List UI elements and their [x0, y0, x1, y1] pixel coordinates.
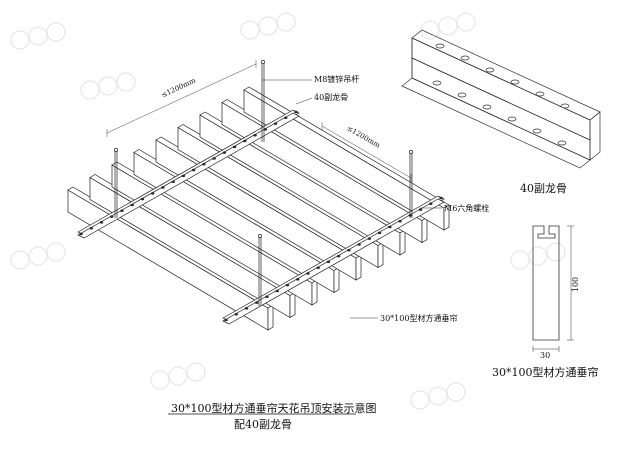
- keel-hole: [367, 237, 372, 240]
- keel-hole: [202, 163, 206, 166]
- keel-hole: [336, 254, 341, 258]
- keel-front-lower: [77, 112, 300, 239]
- keel-hole: [212, 157, 216, 160]
- dimension-30-label: 30: [540, 351, 551, 360]
- keel-hole: [285, 283, 290, 287]
- keel-detail-label: 40副龙骨: [520, 182, 567, 195]
- caption-subtitle: 配40副龙骨: [234, 418, 292, 431]
- profile-end-cap: [421, 216, 428, 244]
- profile-section-drawing: [532, 225, 574, 352]
- keel-hole: [191, 168, 196, 172]
- keel-hole: [418, 208, 423, 211]
- keel-hole: [232, 145, 237, 149]
- keel-hole: [357, 243, 361, 246]
- bolt-label: M6六角螺栓: [444, 204, 490, 213]
- keel-hole: [316, 266, 320, 269]
- dimension-100-label: 100: [571, 276, 581, 293]
- keel-hole: [439, 196, 443, 200]
- keel-hole: [109, 215, 114, 218]
- keel-hole: [295, 278, 300, 281]
- keel-hole: [254, 301, 259, 304]
- keel-hole: [377, 231, 382, 235]
- profile-end-cap: [377, 241, 384, 269]
- keel-hole: [326, 260, 331, 264]
- caption-title: 30*100型材方通垂帘天花吊顶安装示意图: [171, 402, 377, 415]
- profile-end-cap: [289, 291, 296, 319]
- keel-hole: [99, 221, 104, 224]
- keel-hole: [398, 219, 402, 223]
- section-detail-label: 30*100型材方通垂帘: [492, 366, 599, 379]
- keel-detail-drawing: [401, 29, 601, 169]
- keel-hole: [89, 226, 93, 230]
- profile-end-cap: [311, 279, 318, 306]
- rod-label: M8镀锌吊杆: [314, 75, 360, 84]
- ceiling-assembly: [67, 60, 450, 331]
- keel-hole: [429, 202, 433, 206]
- keel-hole: [294, 110, 298, 114]
- rod-top: [258, 234, 262, 238]
- keel-hole: [275, 289, 279, 293]
- profile-end-cap: [443, 204, 450, 231]
- keel-hole: [181, 174, 186, 178]
- keel-hole: [150, 192, 155, 195]
- keel-hole: [140, 197, 145, 201]
- keel-hole: [120, 209, 124, 213]
- keel-back-lower: [222, 198, 445, 325]
- profile-label: 30*100型材方通垂帘: [380, 314, 458, 323]
- keel-hole: [244, 307, 249, 310]
- keel-hole: [347, 249, 351, 252]
- profile-end-cap: [267, 304, 274, 331]
- profile-end-cap: [333, 266, 340, 294]
- keel-hole: [130, 203, 134, 207]
- dimension-lines: [106, 60, 412, 182]
- keel-hole: [388, 225, 392, 229]
- keel-hole: [253, 133, 257, 137]
- rod-top: [114, 148, 118, 152]
- keel-hole: [171, 180, 175, 183]
- watermark-logo: [10, 12, 566, 410]
- keel-hole: [284, 116, 288, 120]
- keel-hole: [222, 151, 227, 154]
- keel-hole: [273, 122, 278, 125]
- keel-hole: [224, 318, 228, 322]
- profile-end-cap: [355, 254, 362, 281]
- keel-hole: [161, 186, 165, 189]
- rod-top: [261, 60, 265, 64]
- keel-hole: [234, 312, 238, 316]
- profile-end-cap: [399, 229, 406, 256]
- keel-hole: [79, 232, 83, 236]
- keel-hole: [306, 272, 310, 275]
- keel-label: 40副龙骨: [314, 93, 349, 102]
- keel-hole: [265, 295, 269, 299]
- leader-lines: [262, 79, 442, 319]
- keel-hole: [243, 139, 247, 143]
- rod-top: [409, 150, 413, 154]
